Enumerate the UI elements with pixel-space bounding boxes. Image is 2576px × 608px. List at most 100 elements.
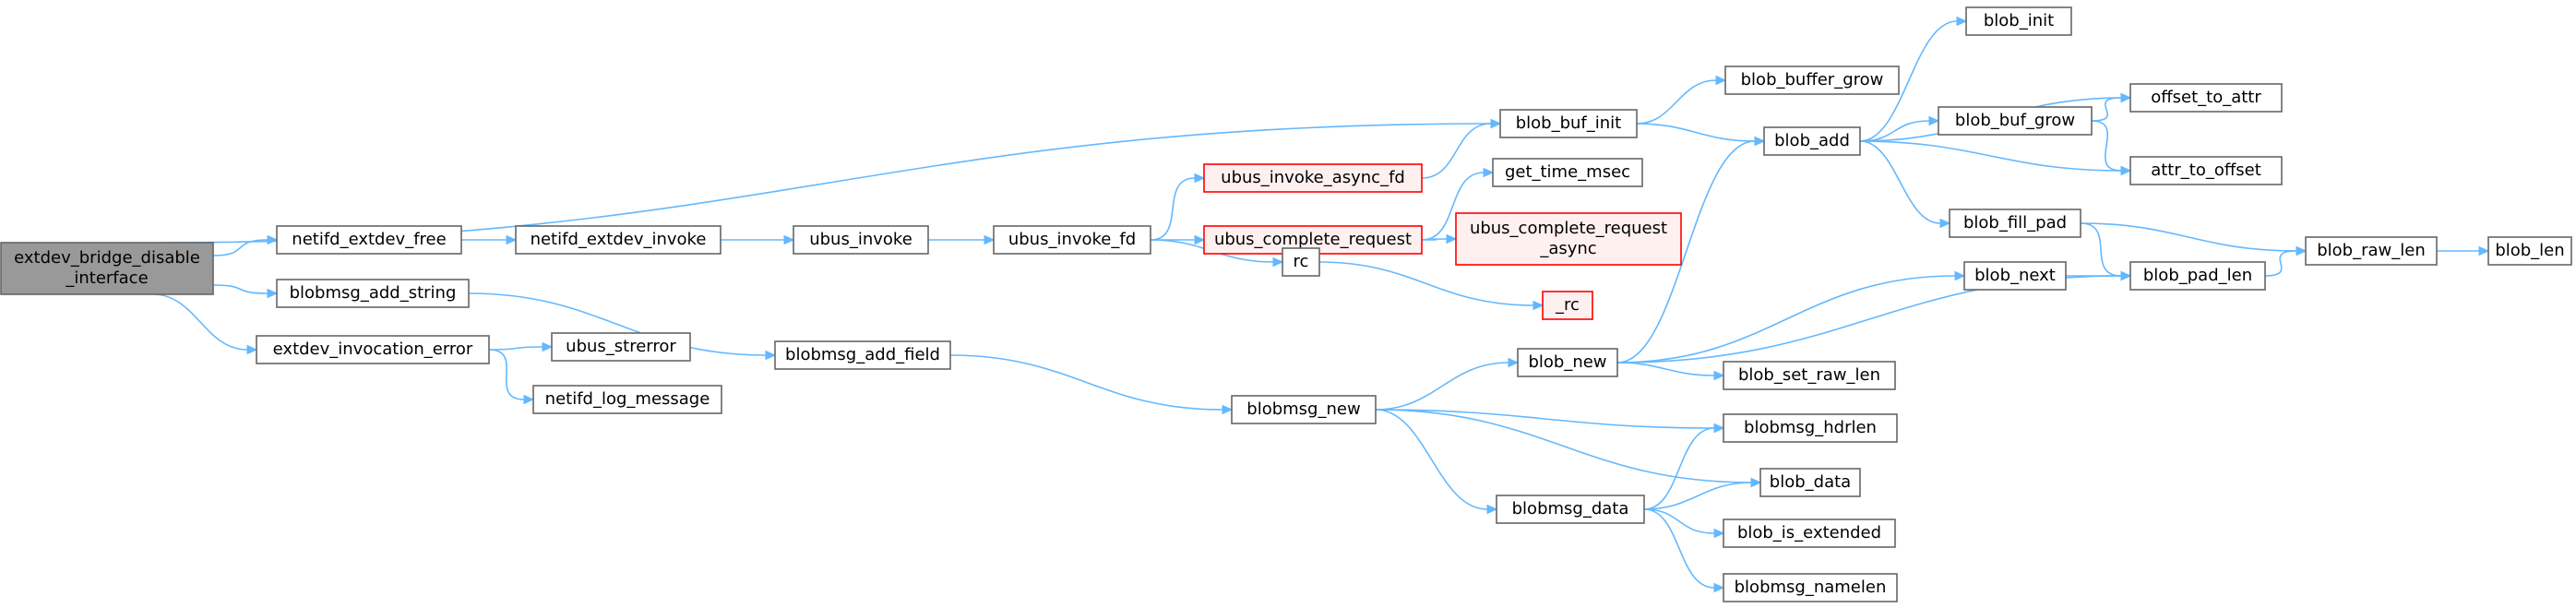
edge-extdev-bridge-disable-interface-to-blobmsg-add-string xyxy=(212,284,279,299)
edge-blobmsg-data-to-blobmsg-hdrlen xyxy=(1643,423,1725,510)
edge-line xyxy=(468,292,767,356)
node-blob-next[interactable]: blob_next xyxy=(1963,261,2067,291)
node-box xyxy=(1723,361,1896,390)
edge-line xyxy=(2080,222,2122,277)
edge-extdev-bridge-disable-interface-to-extdev-invocation-error xyxy=(152,293,258,355)
node-ubus-complete-request-async[interactable]: ubus_complete_request_async xyxy=(1455,212,1682,266)
node-box xyxy=(551,332,691,362)
node-box xyxy=(2129,83,2283,113)
edge-line xyxy=(1375,409,1752,483)
node-get-time-msec[interactable]: get_time_msec xyxy=(1492,158,1643,187)
arrowhead-icon xyxy=(1750,477,1762,488)
node-box xyxy=(1517,348,1618,377)
node-blob-fill-pad[interactable]: blob_fill_pad xyxy=(1949,209,2081,238)
node-box xyxy=(515,225,722,255)
edge-line xyxy=(2080,222,2297,252)
node-attr-to-offset[interactable]: attr_to_offset xyxy=(2129,156,2283,185)
node-blobmsg-namelen[interactable]: blobmsg_namelen xyxy=(1723,573,1898,602)
arrowhead-icon xyxy=(2120,270,2132,281)
arrowhead-icon xyxy=(1939,218,1951,229)
arrowhead-icon xyxy=(2296,245,2308,256)
node-label: ubus_complete_request xyxy=(1470,219,1667,238)
edge-line xyxy=(1421,123,1492,179)
node-ubus-invoke-fd[interactable]: ubus_invoke_fd xyxy=(993,225,1151,255)
node-box xyxy=(1496,495,1645,524)
edges-layer xyxy=(152,16,2490,593)
edge-blob-buf-init-to-blob-add xyxy=(1636,123,1766,147)
node-blob-buffer-grow[interactable]: blob_buffer_grow xyxy=(1724,66,1900,95)
node-label: blobmsg_data xyxy=(1512,499,1629,519)
edge-blob-add-to-blob-buf-grow xyxy=(1859,115,1940,142)
node-blob-add[interactable]: blob_add xyxy=(1763,126,1861,156)
edge-line xyxy=(212,284,268,294)
edge-blobmsg-add-string-to-blobmsg-add-field xyxy=(468,292,777,361)
node-ubus-strerror[interactable]: ubus_strerror xyxy=(551,332,691,362)
node-blob-pad-len[interactable]: blob_pad_len xyxy=(2129,261,2266,291)
node-netifd-extdev-invoke[interactable]: netifd_extdev_invoke xyxy=(515,225,722,255)
node-blobmsg-hdrlen[interactable]: blobmsg_hdrlen xyxy=(1723,413,1898,443)
node-box xyxy=(1763,126,1861,156)
node-blobmsg-data[interactable]: blobmsg_data xyxy=(1496,495,1645,524)
edge-blob-add-to-blob-fill-pad xyxy=(1859,140,1951,229)
node--rc[interactable]: _rc xyxy=(1542,291,1593,320)
node-box xyxy=(1949,209,2081,238)
node-netifd-log-message[interactable]: netifd_log_message xyxy=(532,385,722,414)
node-offset-to-attr[interactable]: offset_to_attr xyxy=(2129,83,2283,113)
edge-rc-to--rc xyxy=(1318,261,1544,311)
node-blob-raw-len[interactable]: blob_raw_len xyxy=(2305,236,2438,266)
node-blobmsg-add-string[interactable]: blobmsg_add_string xyxy=(276,279,470,308)
node-label: extdev_bridge_disable xyxy=(14,248,200,268)
node-ubus-complete-request[interactable]: ubus_complete_request xyxy=(1203,225,1423,255)
edge-line xyxy=(1421,238,1448,241)
node-box xyxy=(1723,519,1896,548)
node-label: blob_buffer_grow xyxy=(1741,70,1884,89)
node-label: blob_fill_pad xyxy=(1963,213,2067,232)
edge-line xyxy=(1375,362,1509,411)
edge-blob-buf-grow-to-attr-to-offset xyxy=(2091,120,2132,176)
node-blob-new[interactable]: blob_new xyxy=(1517,348,1618,377)
node-box xyxy=(1723,573,1898,602)
node-label: blobmsg_namelen xyxy=(1735,578,1887,597)
node-blob-init[interactable]: blob_init xyxy=(1965,6,2072,36)
edge-ubus-invoke-fd-to-ubus-invoke-async-fd xyxy=(1150,173,1206,241)
node-label: blob_next xyxy=(1974,266,2056,285)
edge-line xyxy=(1859,140,1941,224)
arrowhead-icon xyxy=(1928,115,1940,126)
edge-blob-raw-len-to-blob-len xyxy=(2437,245,2490,256)
node-blob-len[interactable]: blob_len xyxy=(2487,236,2572,266)
edge-line xyxy=(1859,20,1958,142)
edge-blobmsg-data-to-blobmsg-namelen xyxy=(1643,508,1725,593)
node-ubus-invoke-async-fd[interactable]: ubus_invoke_async_fd xyxy=(1203,163,1423,193)
arrowhead-icon xyxy=(1194,234,1206,245)
arrowhead-icon xyxy=(1713,423,1725,434)
node-box xyxy=(1499,109,1638,138)
arrowhead-icon xyxy=(2478,245,2490,256)
arrowhead-icon xyxy=(1446,233,1458,244)
node-blobmsg-add-field[interactable]: blobmsg_add_field xyxy=(774,340,951,370)
node-box xyxy=(276,279,470,308)
node-rc[interactable]: rc xyxy=(1282,247,1320,277)
node-ubus-invoke[interactable]: ubus_invoke xyxy=(793,225,929,255)
arrowhead-icon xyxy=(2120,92,2132,103)
node-label: blob_len xyxy=(2495,241,2564,260)
edge-line xyxy=(488,346,543,351)
node-blob-buf-init[interactable]: blob_buf_init xyxy=(1499,109,1638,138)
arrowhead-icon xyxy=(1490,118,1502,129)
node-blob-buf-grow[interactable]: blob_buf_grow xyxy=(1938,106,2093,136)
edge-line xyxy=(1636,79,1717,125)
node-blob-set-raw-len[interactable]: blob_set_raw_len xyxy=(1723,361,1896,390)
node-netifd-extdev-free[interactable]: netifd_extdev_free xyxy=(276,225,462,255)
node-box xyxy=(1231,395,1377,424)
node-extdev-bridge-disable-interface[interactable]: extdev_bridge_disable_interface xyxy=(0,242,214,295)
node-blob-data[interactable]: blob_data xyxy=(1759,468,1861,497)
node-extdev-invocation-error[interactable]: extdev_invocation_error xyxy=(256,335,490,364)
node-blob-is-extended[interactable]: blob_is_extended xyxy=(1723,519,1896,548)
arrowhead-icon xyxy=(1222,404,1234,415)
arrowhead-icon xyxy=(1715,75,1727,86)
node-label: _rc xyxy=(1555,295,1580,315)
node-blobmsg-new[interactable]: blobmsg_new xyxy=(1231,395,1377,424)
node-label: blob_buf_grow xyxy=(1955,111,2075,130)
edge-line xyxy=(1643,508,1715,534)
node-box xyxy=(2129,156,2283,185)
